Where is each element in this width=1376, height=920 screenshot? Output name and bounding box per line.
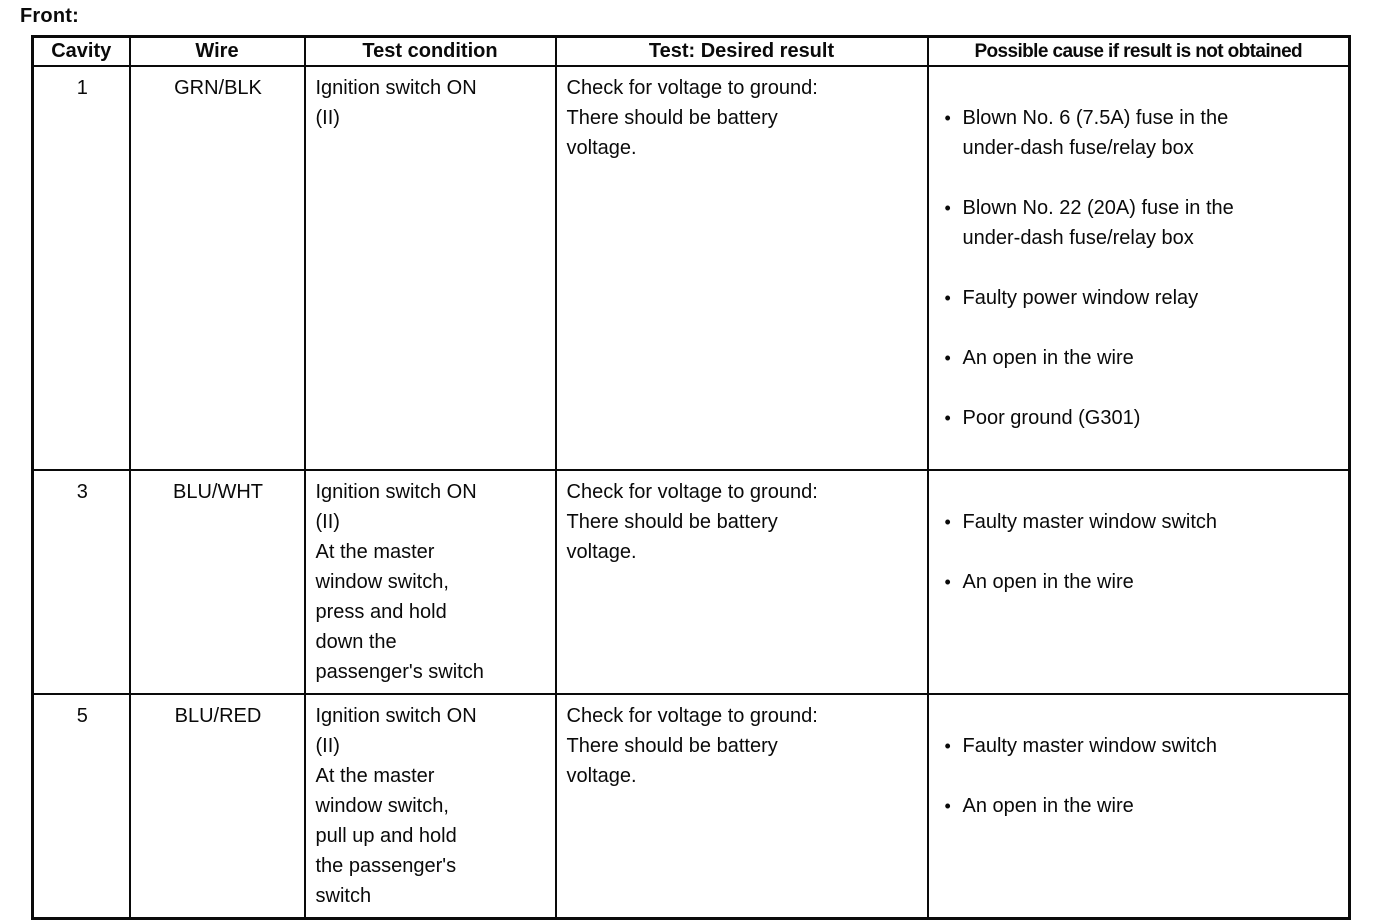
- cavity-value: 5: [31, 693, 131, 920]
- table-header-row: Cavity Wire Test condition Test: Desired…: [31, 35, 1351, 67]
- possible-cause-item: Blown No. 6 (7.5A) fuse in the under-das…: [939, 103, 1341, 163]
- possible-cause-item: Faulty master window switch: [939, 731, 1341, 761]
- wire-value: GRN/BLK: [128, 65, 306, 471]
- column-header-desired-result: Test: Desired result: [554, 35, 929, 67]
- possible-cause-list: Faulty master window switch An open in t…: [926, 469, 1351, 695]
- test-condition-value: Ignition switch ON (II) At the master wi…: [303, 469, 557, 695]
- column-header-test-condition: Test condition: [303, 35, 557, 67]
- cavity-value: 3: [31, 469, 131, 695]
- column-header-cavity: Cavity: [31, 35, 131, 67]
- desired-result-value: Check for voltage to ground: There shoul…: [554, 65, 929, 471]
- test-condition-value: Ignition switch ON (II) At the master wi…: [303, 693, 557, 920]
- page-title: Front:: [20, 5, 79, 27]
- column-header-possible-cause: Possible cause if result is not obtained: [926, 35, 1351, 67]
- table-row: 1 GRN/BLK Ignition switch ON (II) Check …: [31, 65, 1351, 471]
- possible-cause-list: Faulty master window switch An open in t…: [926, 693, 1351, 920]
- possible-cause-item: Faulty power window relay: [939, 283, 1341, 313]
- possible-cause-list: Blown No. 6 (7.5A) fuse in the under-das…: [926, 65, 1351, 471]
- desired-result-value: Check for voltage to ground: There shoul…: [554, 469, 929, 695]
- wire-value: BLU/RED: [128, 693, 306, 920]
- possible-cause-item: An open in the wire: [939, 567, 1341, 597]
- table-row: 3 BLU/WHT Ignition switch ON (II) At the…: [31, 469, 1351, 695]
- possible-cause-item: Poor ground (G301): [939, 403, 1341, 433]
- possible-cause-item: An open in the wire: [939, 791, 1341, 821]
- table-row: 5 BLU/RED Ignition switch ON (II) At the…: [31, 693, 1351, 920]
- connector-test-table: Cavity Wire Test condition Test: Desired…: [31, 35, 1351, 920]
- possible-cause-item: An open in the wire: [939, 343, 1341, 373]
- column-header-wire: Wire: [128, 35, 306, 67]
- possible-cause-item: Faulty master window switch: [939, 507, 1341, 537]
- possible-cause-item: Blown No. 22 (20A) fuse in the under-das…: [939, 193, 1341, 253]
- wire-value: BLU/WHT: [128, 469, 306, 695]
- cavity-value: 1: [31, 65, 131, 471]
- test-condition-value: Ignition switch ON (II): [303, 65, 557, 471]
- desired-result-value: Check for voltage to ground: There shoul…: [554, 693, 929, 920]
